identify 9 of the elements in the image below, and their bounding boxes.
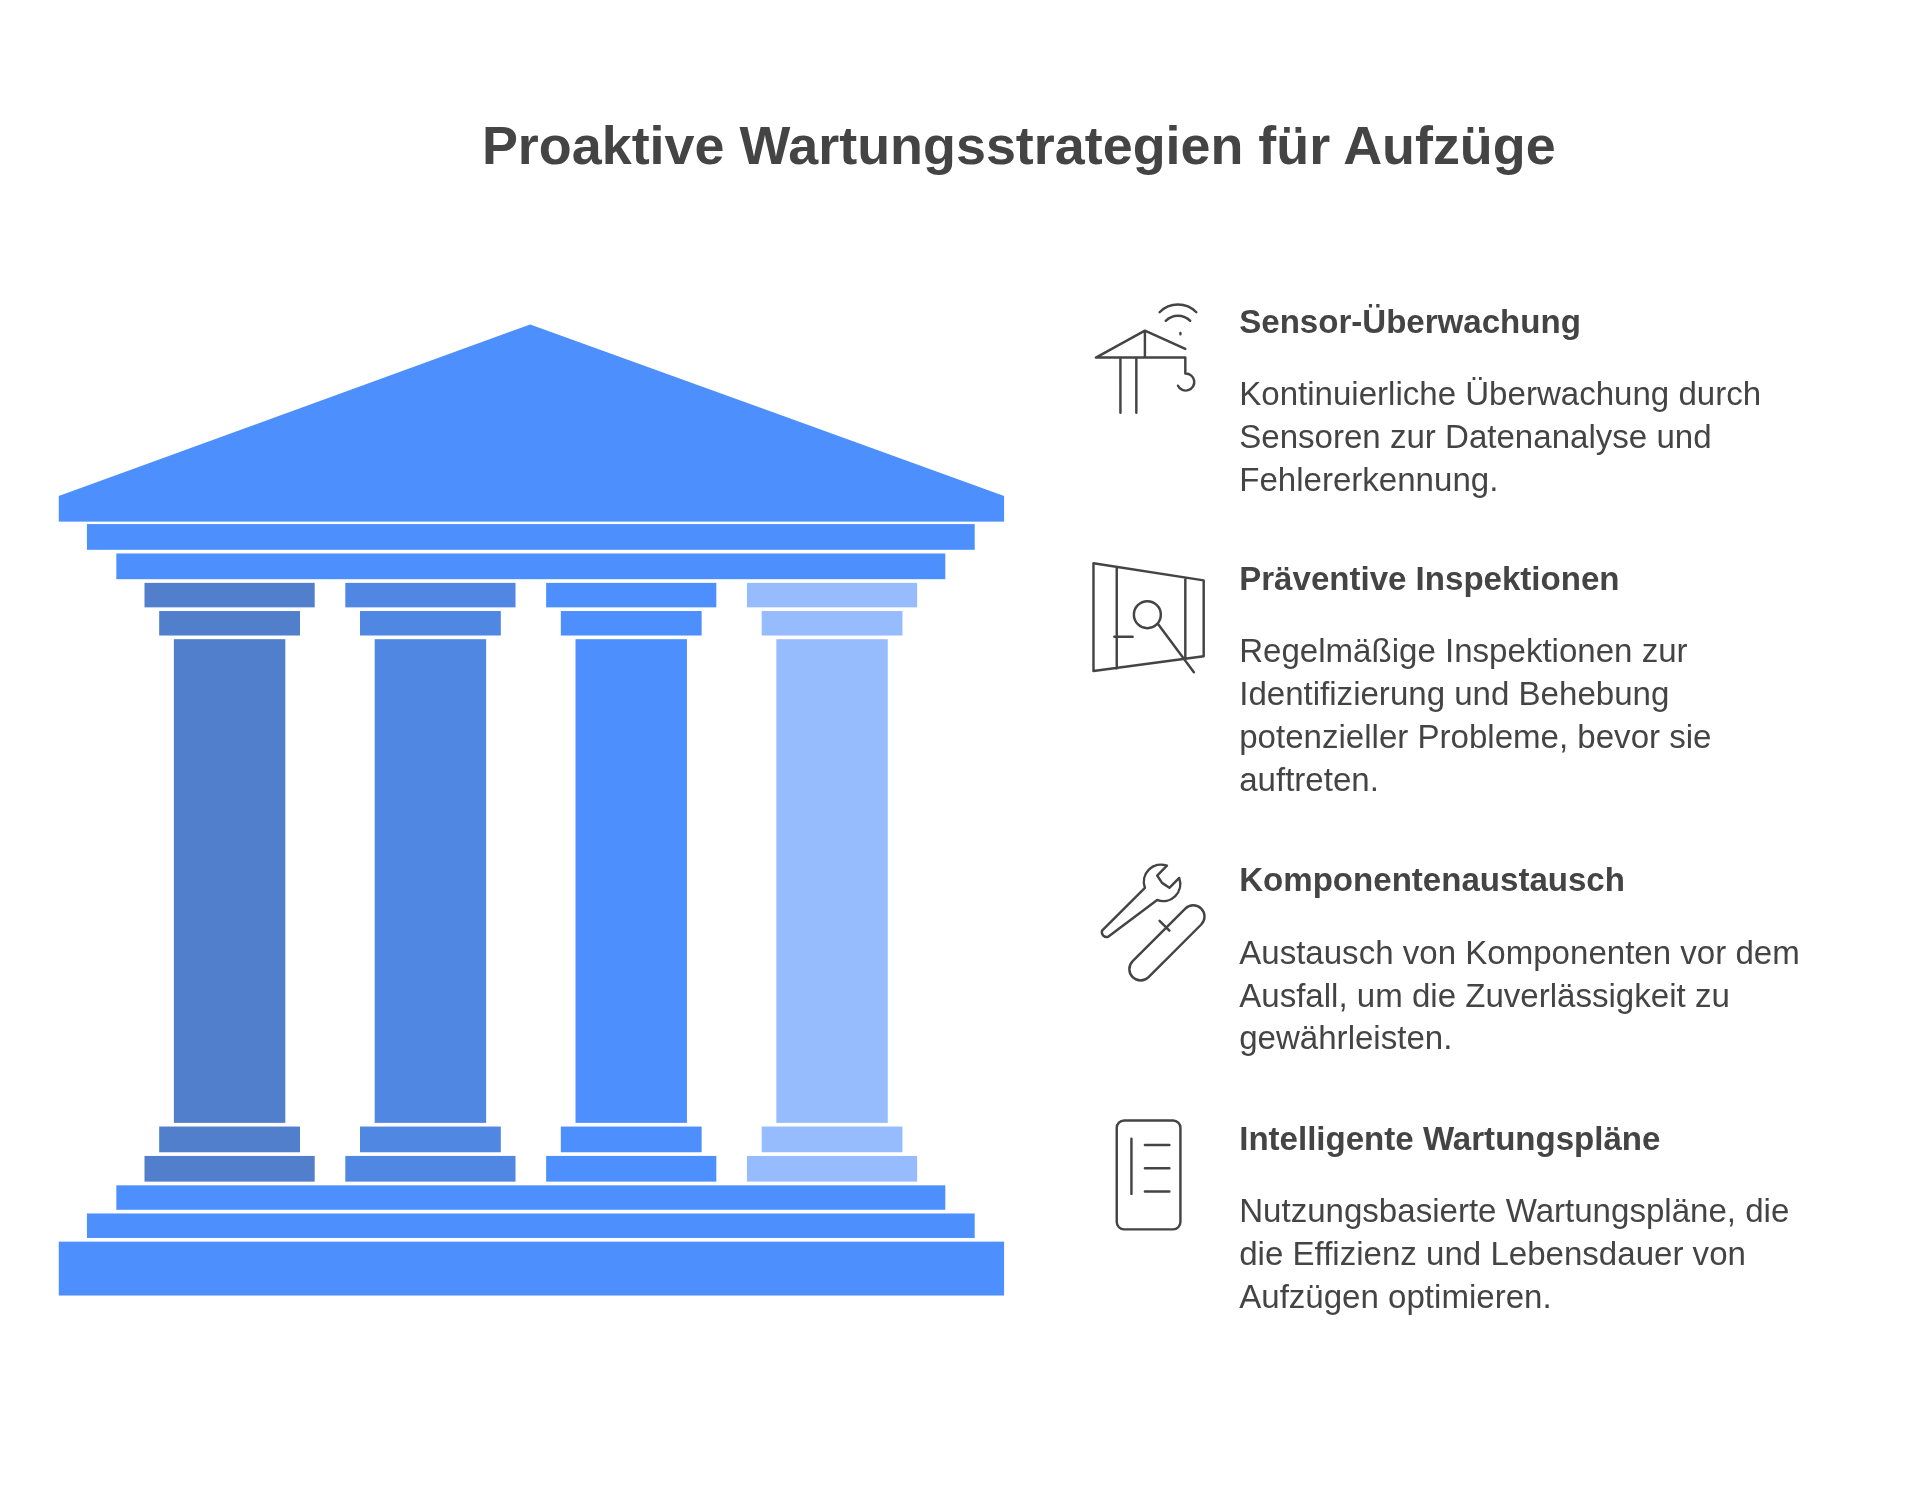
item-heading: Sensor-Überwachung	[1239, 303, 1582, 342]
title: Proaktive Wartungsstrategien für Aufzüge	[480, 115, 1557, 177]
item-heading: Komponentenaustausch	[1239, 862, 1626, 900]
item-description: Austausch von Komponenten vor dem Ausfall, um die Zuverlässigkeit zu gewährleisten.	[1239, 933, 1801, 1059]
item-heading: Intelligente Wartungspläne	[1239, 1120, 1662, 1159]
item-description: Nutzungsbasierte Wartungspläne, die die Effizienz und Lebensdauer von Aufzügen optimieren.	[1239, 1191, 1791, 1318]
item-description: Kontinuierliche Überwachung durch Sensoren zur Datenanalyse und Fehlererkennung.	[1239, 374, 1763, 501]
item-heading: Präventive Inspektionen	[1239, 560, 1621, 599]
item-description: Regelmäßige Inspektionen zur Identifizierung und Behebung potenzieller Probleme, bevor sie auftreten.	[1239, 632, 1713, 801]
